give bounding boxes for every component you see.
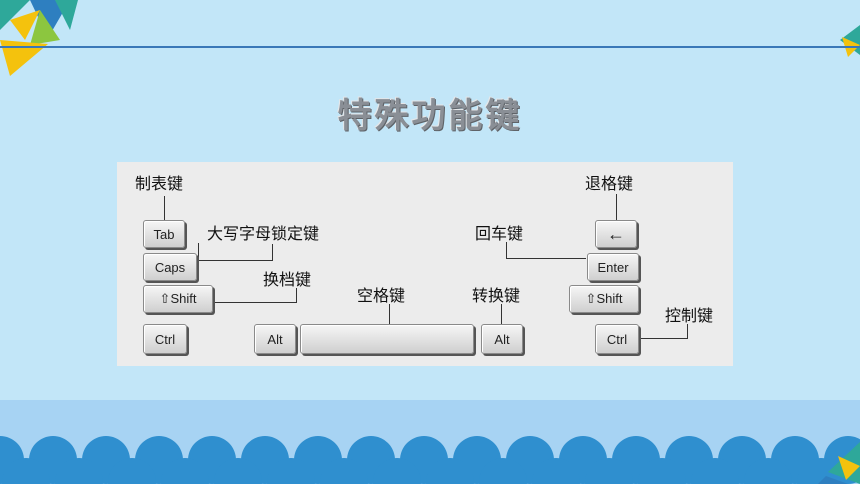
page-title: 特殊功能键 [337, 96, 523, 136]
connector-shift [215, 302, 297, 303]
label-space-key: 空格键 [357, 286, 406, 305]
space-bar [300, 324, 474, 354]
corner-decoration-top-right [840, 25, 860, 57]
label-backspace-key: 退格键 [585, 174, 634, 193]
left-shift-key: ⇧Shift [143, 285, 213, 313]
label-tab-key: 制表键 [135, 174, 184, 193]
connector-enter-h [506, 258, 586, 259]
connector-enter [506, 242, 507, 259]
left-ctrl-key: Ctrl [143, 324, 187, 354]
label-shift-key: 换档键 [263, 270, 312, 289]
label-enter-key: 回车键 [475, 224, 524, 243]
connector-ctrl [629, 338, 687, 339]
connector-caps-h [198, 260, 273, 261]
connector-ctrl-v [687, 324, 688, 339]
connector-alt [501, 304, 502, 326]
connector-caps-v [272, 244, 273, 261]
connector-backspace [616, 194, 617, 220]
corner-decoration-bottom-right [818, 442, 860, 484]
right-alt-key: Alt [481, 324, 523, 354]
enter-key: Enter [587, 253, 639, 281]
label-ctrl-key: 控制键 [665, 306, 714, 325]
header-divider [0, 46, 860, 48]
corner-decoration-top-left [0, 0, 78, 76]
connector-shift-v [296, 288, 297, 303]
label-alt-key: 转换键 [472, 286, 521, 305]
tab-key: Tab [143, 220, 185, 248]
backspace-key: ← [595, 220, 637, 248]
caps-key: Caps [143, 253, 197, 281]
right-shift-key: ⇧Shift [569, 285, 639, 313]
keyboard-diagram: 制表键 大写字母锁定键 换档键 空格键 转换键 回车键 退格键 控制键 Tab … [117, 162, 733, 366]
connector-space [389, 304, 390, 326]
connector-caps [198, 243, 199, 261]
connector-tab [164, 196, 165, 220]
label-caps-key: 大写字母锁定键 [207, 224, 320, 243]
wave-decoration [0, 436, 860, 484]
left-alt-key: Alt [254, 324, 296, 354]
right-ctrl-key: Ctrl [595, 324, 639, 354]
